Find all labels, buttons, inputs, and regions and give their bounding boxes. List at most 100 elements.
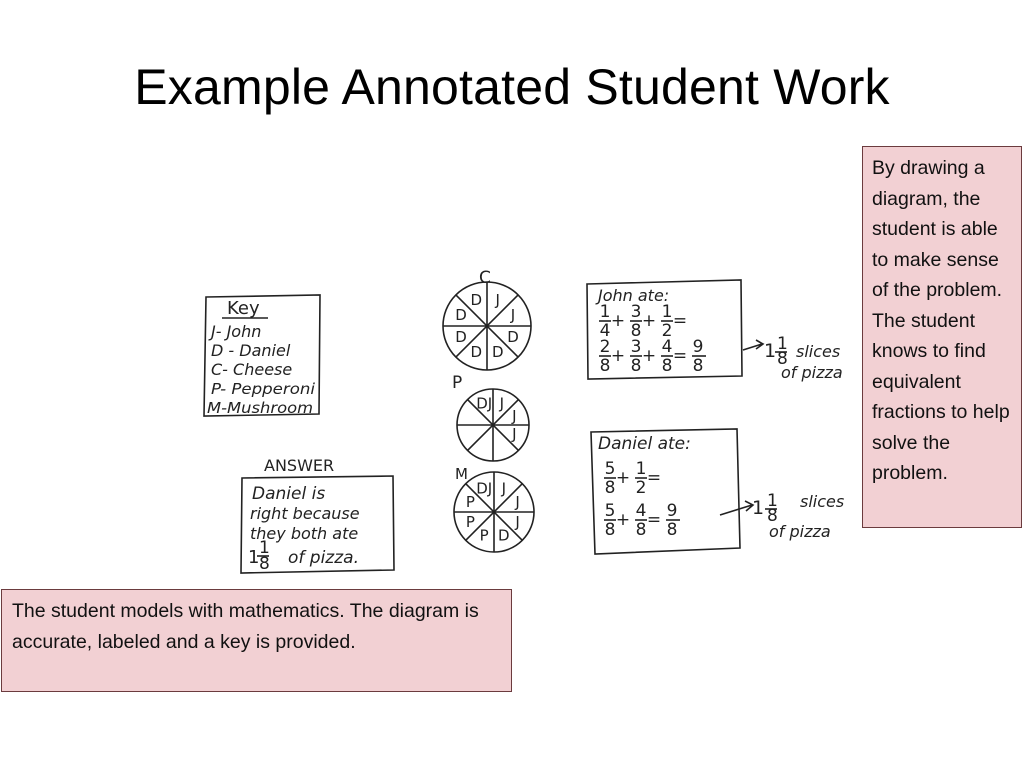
slice-label: P xyxy=(466,513,475,531)
slice-divider xyxy=(466,398,520,452)
slice-label: P xyxy=(466,493,475,511)
annotation-text: The student models with mathematics. The… xyxy=(12,600,479,653)
fraction-numerator: 3 xyxy=(631,337,642,357)
slice-label: J xyxy=(511,425,516,443)
slice-label: P xyxy=(480,527,489,545)
fraction-denominator: 2 xyxy=(636,478,647,498)
slice-label: J xyxy=(510,306,515,324)
slide-title: Example Annotated Student Work xyxy=(134,59,890,115)
fraction-numerator: 1 xyxy=(600,302,611,322)
fraction-numerator: 5 xyxy=(605,501,616,521)
result-numerator: 1 xyxy=(767,491,778,511)
slice-label: J xyxy=(514,493,519,511)
slice-label: DJ xyxy=(476,479,492,497)
fraction-denominator: 8 xyxy=(662,356,673,376)
fraction-numerator: 9 xyxy=(667,501,678,521)
pizza-pepperoni: P JJJ DJ xyxy=(452,373,530,462)
pizza-letter: P xyxy=(452,373,462,393)
fraction-numerator: 4 xyxy=(636,501,647,521)
fraction-denominator: 4 xyxy=(600,321,611,341)
fraction-denominator: 8 xyxy=(631,321,642,341)
pizza-letter: M xyxy=(455,465,468,483)
answer-whole: 1 xyxy=(248,547,259,568)
fraction-denominator: 8 xyxy=(605,520,616,540)
pizza-letter: C xyxy=(479,268,491,288)
result-whole: 1 xyxy=(764,340,776,362)
fraction-numerator: 1 xyxy=(662,302,673,322)
operator: + xyxy=(642,311,656,331)
fraction-denominator: 8 xyxy=(600,356,611,376)
slice-label: J xyxy=(514,513,519,531)
result-text: of pizza xyxy=(781,363,843,382)
fraction-denominator: 8 xyxy=(667,520,678,540)
fraction-denominator: 8 xyxy=(636,520,647,540)
daniel-heading: Daniel ate: xyxy=(598,434,691,454)
fraction-numerator: 5 xyxy=(605,459,616,479)
fraction-numerator: 1 xyxy=(636,459,647,479)
john-result: 1 1 8 slices of pizza xyxy=(742,334,843,382)
annotation-right: By drawing a diagram, the student is abl… xyxy=(862,146,1022,528)
operator: + xyxy=(611,311,625,331)
key-entry: D - Daniel xyxy=(211,341,291,360)
fraction-denominator: 8 xyxy=(693,356,704,376)
slice-label: D xyxy=(492,343,504,361)
result-text: of pizza xyxy=(769,522,831,541)
operator: = xyxy=(673,311,687,331)
slice-label: D xyxy=(470,343,482,361)
fraction-numerator: 4 xyxy=(662,337,673,357)
key-entry: J- John xyxy=(208,322,261,341)
result-denominator: 8 xyxy=(767,506,778,526)
answer-title: ANSWER xyxy=(264,456,334,475)
slice-divider xyxy=(455,294,519,358)
key-entry: P- Pepperoni xyxy=(211,380,316,398)
answer-line: of pizza. xyxy=(288,548,359,568)
fraction-denominator: 8 xyxy=(631,356,642,376)
fraction-denominator: 8 xyxy=(605,478,616,498)
slice-label: DJ xyxy=(476,395,492,413)
annotation-text: The student knows to find equivalent fra… xyxy=(872,309,1010,485)
operator: + xyxy=(616,468,630,488)
answer-numerator: 1 xyxy=(259,538,270,558)
daniel-work-box: Daniel ate: 58+12= 58+48=98 xyxy=(590,428,741,555)
answer-denominator: 8 xyxy=(259,554,270,574)
john-heading: John ate: xyxy=(595,286,669,305)
operator: = xyxy=(647,468,661,488)
slice-label: J xyxy=(499,395,504,413)
operator: + xyxy=(611,346,625,366)
result-denominator: 8 xyxy=(777,349,788,369)
fraction-denominator: 2 xyxy=(662,321,673,341)
operator: + xyxy=(616,510,630,530)
operator: = xyxy=(647,510,661,530)
result-text: slices xyxy=(796,342,840,361)
key-title: Key xyxy=(227,298,260,319)
key-entry: M-Mushroom xyxy=(207,399,313,417)
slice-label: D xyxy=(470,291,482,309)
key-entry: C- Cheese xyxy=(211,360,292,379)
slice-label: D xyxy=(455,306,467,324)
result-whole: 1 xyxy=(752,497,764,519)
answer-line: they both ate xyxy=(250,524,358,543)
result-text: slices xyxy=(800,492,844,511)
slice-label: J xyxy=(501,479,506,497)
slice-label: D xyxy=(507,328,519,346)
slice-label: D xyxy=(455,328,467,346)
daniel-result: 1 1 8 slices of pizza xyxy=(719,491,844,541)
slice-label: J xyxy=(511,407,516,425)
operator: = xyxy=(673,346,687,366)
annotation-bottom: The student models with mathematics. The… xyxy=(1,589,512,692)
answer-box: ANSWER Daniel is right because they both… xyxy=(240,456,395,574)
slice-label: D xyxy=(498,527,510,545)
operator: + xyxy=(642,346,656,366)
slice-label: J xyxy=(495,291,500,309)
fraction-numerator: 2 xyxy=(600,337,611,357)
john-work-box: John ate: 14+38+12= 28+38+48=98 xyxy=(586,279,743,380)
answer-line: right because xyxy=(250,504,360,523)
slice-divider xyxy=(465,483,523,541)
answer-line: Daniel is xyxy=(252,484,325,504)
result-numerator: 1 xyxy=(777,334,788,354)
fraction-numerator: 3 xyxy=(631,302,642,322)
fraction-numerator: 9 xyxy=(693,337,704,357)
